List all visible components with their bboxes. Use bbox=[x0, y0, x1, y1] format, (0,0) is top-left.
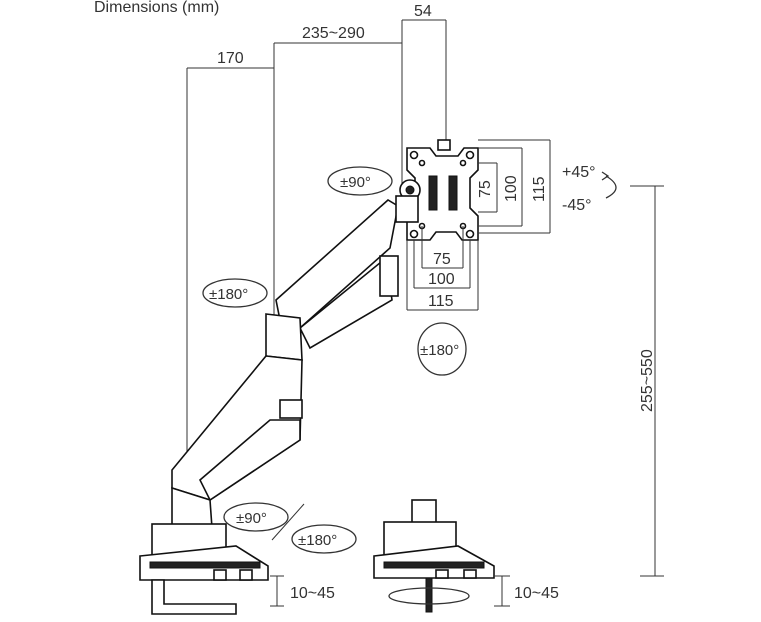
tilt-indicator: +45° -45° bbox=[562, 164, 617, 214]
rotation-pivot: ±90° bbox=[327, 166, 393, 196]
diagram-title: Dimensions (mm) bbox=[94, 0, 219, 16]
label-base-offset: 170 bbox=[217, 50, 244, 67]
label-clamp-left: 10~45 bbox=[290, 585, 335, 602]
label-pivot: ±90° bbox=[340, 174, 371, 191]
label-top-width: 54 bbox=[414, 3, 432, 20]
label-vesa-w-100: 100 bbox=[428, 271, 455, 288]
dimension-height: 255~550 bbox=[630, 185, 664, 577]
rotation-swivel-arm: ±180° bbox=[202, 278, 268, 308]
label-vesa-h-100: 100 bbox=[503, 175, 520, 202]
label-vesa-w-115: 115 bbox=[428, 293, 454, 310]
rotation-base-swivel: ±180° bbox=[291, 524, 357, 554]
rotation-swivel-head: ±180° bbox=[417, 322, 467, 376]
rotation-base: ±90° bbox=[223, 502, 289, 532]
label-vesa-h-115: 115 bbox=[531, 176, 548, 202]
label-arm-reach: 235~290 bbox=[302, 25, 365, 42]
dimension-clamp-right: 10~45 bbox=[494, 575, 559, 607]
dimension-top-width: 54 bbox=[401, 3, 447, 200]
vesa-horizontal-dimensions: 75 100 115 bbox=[406, 226, 479, 311]
dimension-base-offset: 170 bbox=[186, 50, 274, 455]
label-height-range: 255~550 bbox=[639, 349, 656, 412]
label-clamp-right: 10~45 bbox=[514, 585, 559, 602]
label-tilt-down: -45° bbox=[562, 197, 592, 214]
monitor-arm bbox=[171, 179, 421, 529]
label-base-swivel: ±180° bbox=[298, 532, 337, 549]
vesa-plate bbox=[406, 139, 479, 241]
left-base-clamp bbox=[139, 523, 269, 615]
label-tilt-up: +45° bbox=[562, 164, 596, 181]
label-vesa-h-75: 75 bbox=[477, 180, 494, 198]
right-base-grommet bbox=[373, 499, 495, 613]
label-base-rotate: ±90° bbox=[236, 510, 267, 527]
dimension-arm-reach: 235~290 bbox=[273, 25, 402, 318]
label-swivel-head: ±180° bbox=[420, 342, 459, 359]
label-swivel-arm: ±180° bbox=[209, 286, 248, 303]
dimension-clamp-left: 10~45 bbox=[270, 575, 335, 607]
label-vesa-w-75: 75 bbox=[433, 251, 451, 268]
vesa-vertical-dimensions: 75 100 115 bbox=[477, 139, 551, 234]
